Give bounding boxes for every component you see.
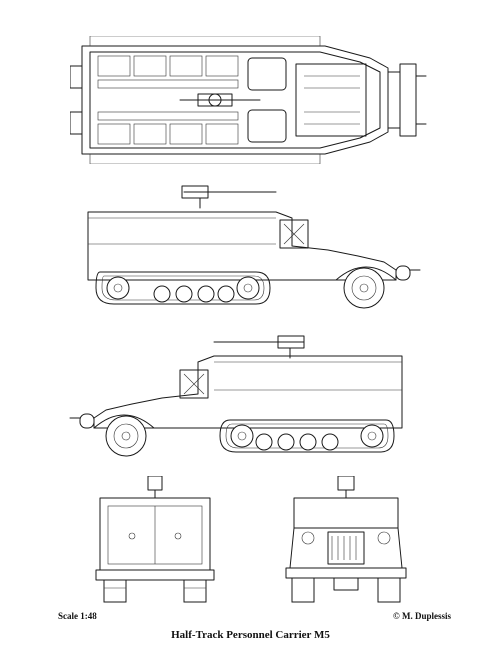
front-view xyxy=(284,476,414,606)
left-side-view xyxy=(66,184,426,314)
drawing-title: Half-Track Personnel Carrier M5 xyxy=(171,629,330,641)
author-credit: © M. Duplessis xyxy=(393,611,451,621)
top-view xyxy=(70,36,430,164)
rear-view xyxy=(92,476,222,606)
scale-label: Scale 1:48 xyxy=(58,611,97,621)
right-side-view xyxy=(64,332,424,462)
